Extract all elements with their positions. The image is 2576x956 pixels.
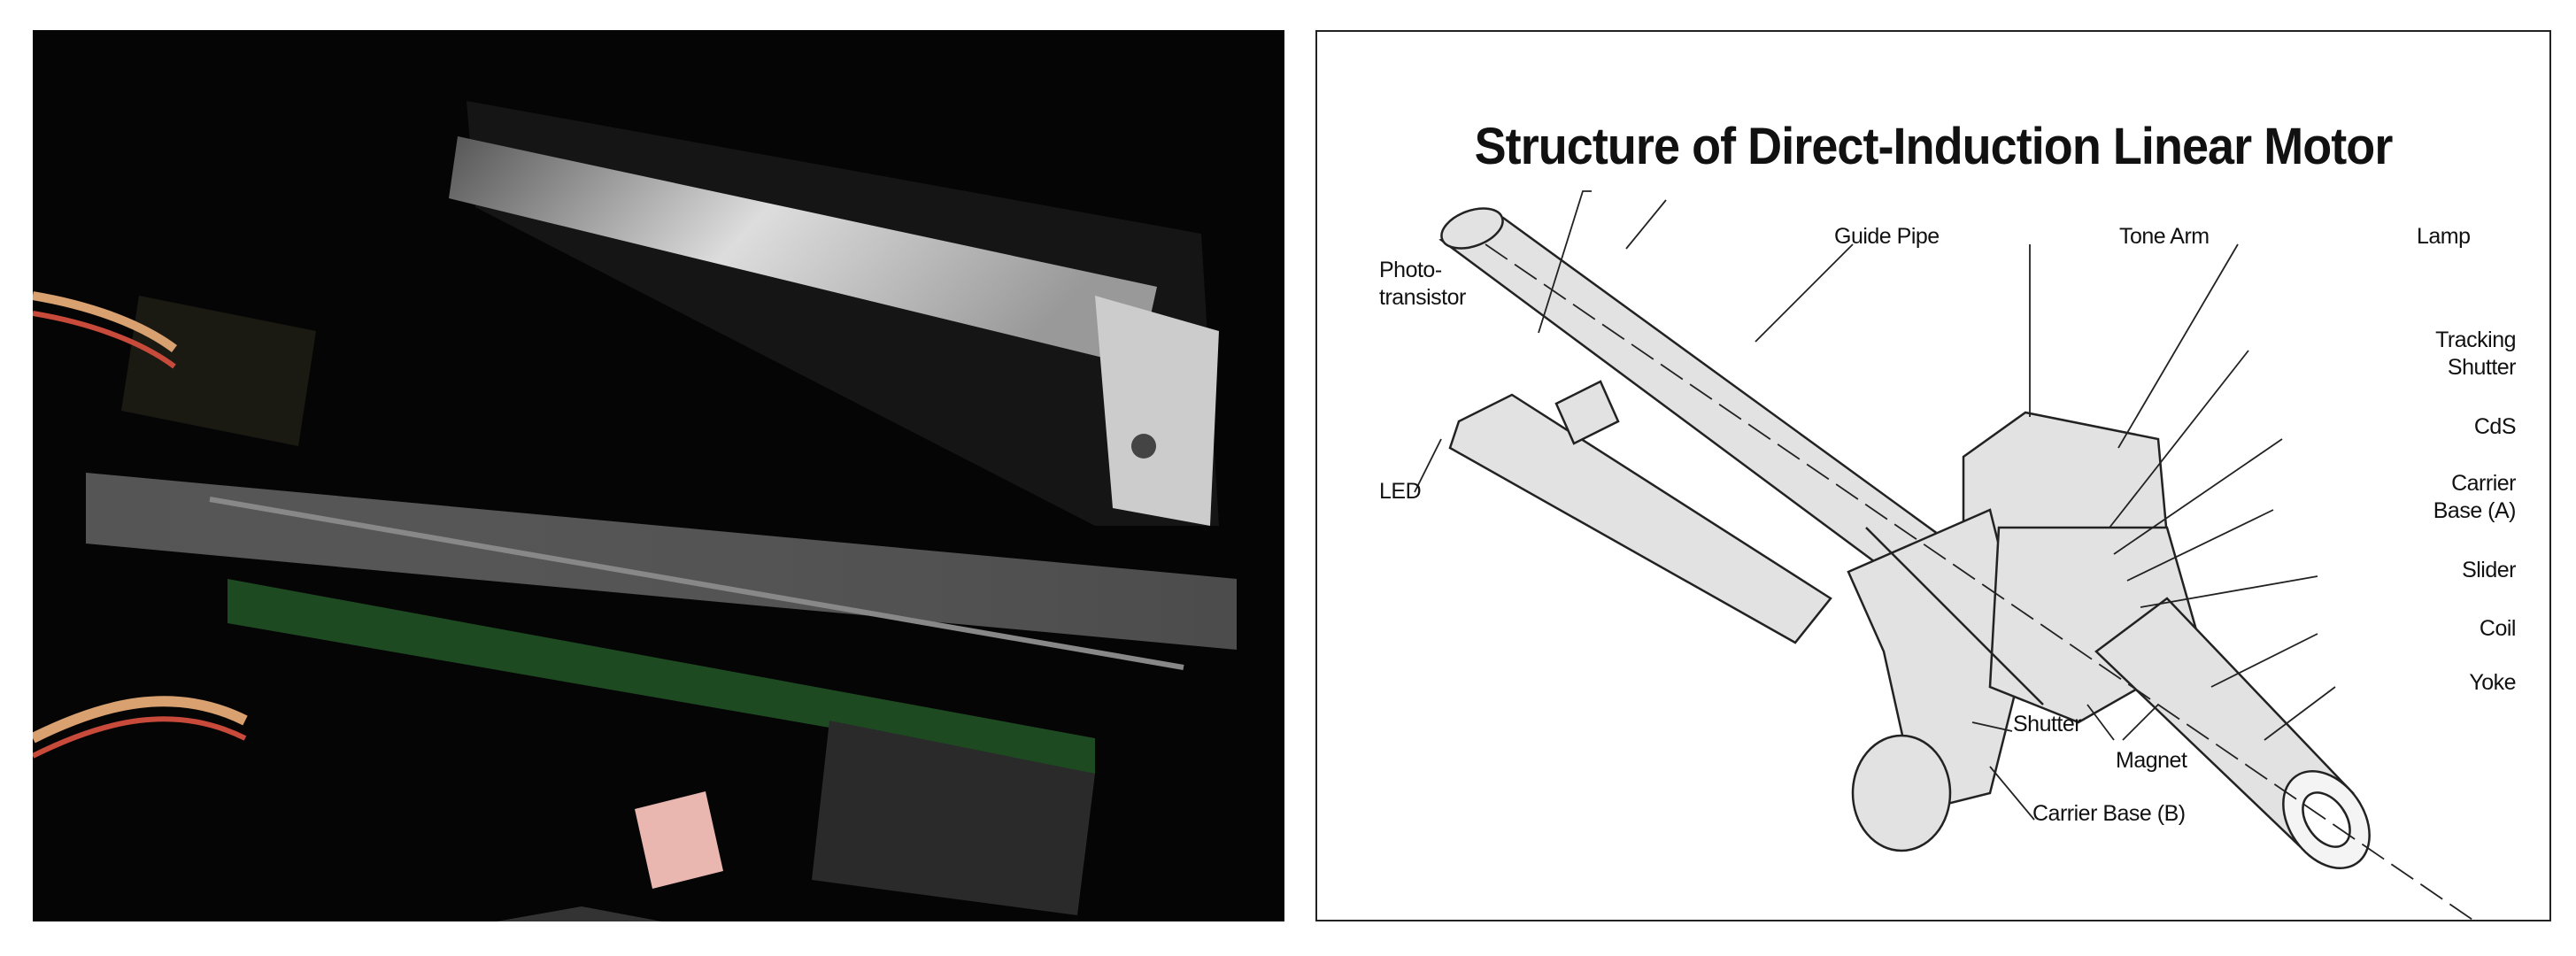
label-cds: CdS [2473,414,2517,439]
label-phototransistor-line2: transistor [1379,285,1466,310]
label-tracking-line1: Tracking [2435,328,2516,352]
label-slider: Slider [2462,558,2516,582]
label-coil: Coil [2479,616,2517,641]
product-photo [33,30,1284,921]
label-carrier-a-line2: Base (A) [2433,498,2517,523]
motor-line-drawing [1414,190,2474,920]
label-yoke: Yoke [2469,670,2516,695]
label-carrier-base-b: Carrier Base (B) [2032,801,2186,826]
photo-illustration [33,101,1237,921]
label-magnet: Magnet [2116,748,2187,773]
sensor-rail-shape [1448,393,1832,644]
label-guide-pipe: Guide Pipe [1834,224,1940,249]
label-carrier-a-line1: Carrier [2451,471,2516,496]
label-tone-arm: Tone Arm [2119,224,2210,249]
label-led: LED [1379,479,1422,504]
label-phototransistor-line1: Photo- [1379,258,1442,282]
label-lamp: Lamp [2417,224,2471,249]
label-tracking-line2: Shutter [2447,355,2517,380]
motor-structure-diagram: Structure of Direct-Induction Linear Mot… [1315,30,2551,921]
diagram-title: Structure of Direct-Induction Linear Mot… [1474,118,2394,175]
label-shutter: Shutter [2013,712,2082,736]
label-phototransistor: Photo-transistor [1379,257,1466,312]
